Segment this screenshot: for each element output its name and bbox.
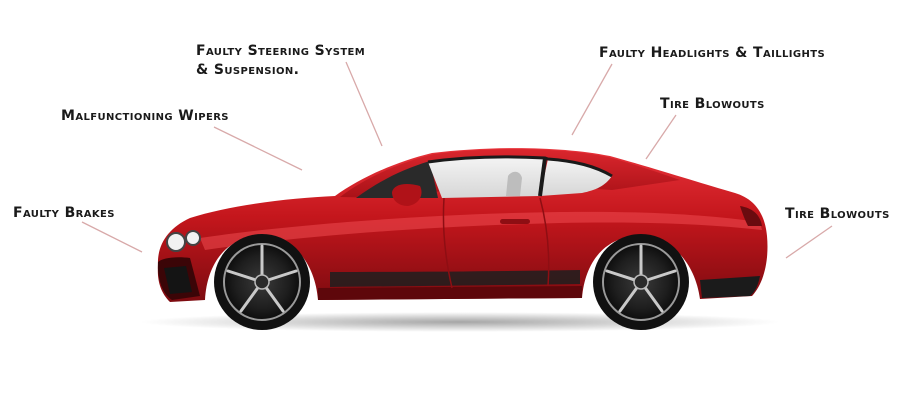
- label-tire-blowouts-rear: Tire Blowouts: [785, 205, 890, 224]
- front-wheel: [214, 234, 310, 330]
- label-headlights-taillights-text: Faulty Headlights & Taillights: [599, 45, 826, 61]
- leader-line-steering: [345, 61, 383, 147]
- leader-line-headlights: [571, 63, 613, 136]
- door-line: [442, 197, 453, 289]
- label-malfunctioning-wipers-text: Malfunctioning Wipers: [61, 108, 229, 124]
- label-steering-line1: Faulty Steering System: [196, 43, 366, 59]
- label-steering-line2: & Suspension.: [196, 62, 300, 78]
- label-steering-suspension: Faulty Steering System & Suspension.: [196, 42, 365, 80]
- label-faulty-brakes: Faulty Brakes: [13, 204, 115, 223]
- label-faulty-brakes-text: Faulty Brakes: [13, 205, 115, 221]
- lights: [166, 206, 762, 252]
- label-tire-blowouts-rear-text: Tire Blowouts: [785, 206, 890, 222]
- label-malfunctioning-wipers: Malfunctioning Wipers: [61, 107, 229, 126]
- leader-line-brakes: [81, 221, 143, 253]
- leader-line-tire-top: [645, 114, 677, 160]
- door-handle: [500, 219, 530, 224]
- rear-wheel: [593, 234, 689, 330]
- label-tire-blowouts-top: Tire Blowouts: [660, 95, 765, 114]
- label-tire-blowouts-top-text: Tire Blowouts: [660, 96, 765, 112]
- leader-line-tire-rear: [785, 225, 833, 259]
- door-line-rear: [539, 197, 550, 287]
- label-headlights-taillights: Faulty Headlights & Taillights: [599, 44, 825, 63]
- car-windows: [356, 155, 613, 206]
- leader-line-wipers: [213, 126, 303, 171]
